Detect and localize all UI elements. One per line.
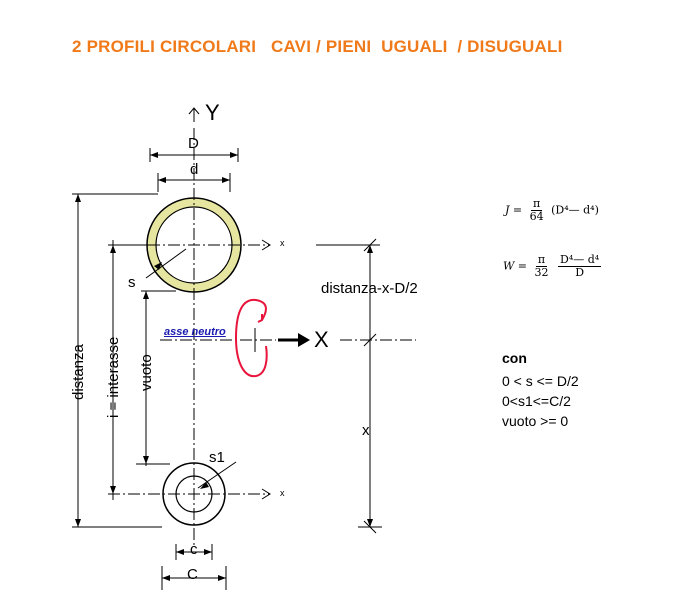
dim-C-label: C (187, 566, 198, 583)
dim-D-label: D (188, 135, 199, 152)
x-axis-label: X (314, 327, 329, 352)
dim-x-label: x (362, 422, 370, 439)
dim-c-label: c (190, 541, 198, 558)
dim-vuoto-label: vuoto (138, 354, 155, 391)
upper-x-label: x (280, 238, 285, 248)
condition-line: vuoto >= 0 (502, 413, 569, 429)
dim-interasse-label: i = interasse (105, 336, 122, 418)
neutral-axis-label: asse neutro (164, 326, 226, 338)
moment-arrow (234, 298, 268, 378)
dim-d-label: d (190, 161, 199, 178)
condition-line: 0 < s <= D/2 (502, 373, 579, 389)
dim-distanza-label: distanza (70, 344, 87, 400)
x-axis-arrow (278, 333, 310, 347)
dim-distanza-x-label: distanza-x-D/2 (321, 280, 418, 297)
y-axis-label: Y (205, 100, 220, 125)
dim-s1-label: s1 (209, 449, 225, 466)
dim-s-label: s (128, 274, 136, 291)
page-title: 2 PROFILI CIRCOLARI CAVI / PIENI UGUALI … (72, 37, 563, 56)
condition-line: 0<s1<=C/2 (502, 393, 571, 409)
lower-x-label: x (280, 488, 285, 498)
conditions-heading: con (502, 350, 527, 366)
